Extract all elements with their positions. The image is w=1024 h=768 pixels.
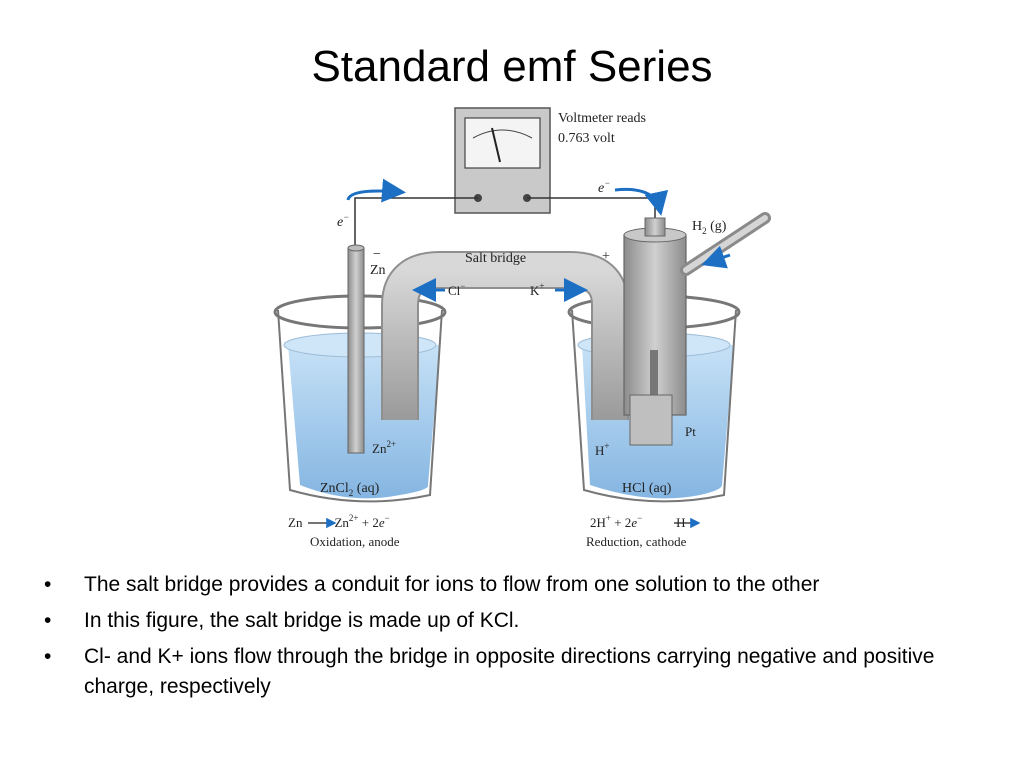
bullet-text: The salt bridge provides a conduit for i…: [84, 573, 820, 596]
anode-metal-label: Zn: [370, 263, 386, 278]
bullet-list: • The salt bridge provides a conduit for …: [44, 570, 1004, 708]
anode-sign: −: [373, 247, 381, 262]
potassium-ion-label: K+: [530, 281, 544, 298]
salt-bridge-label: Salt bridge: [465, 251, 526, 266]
galvanic-cell-figure: Voltmeter reads 0.763 volt e− e− Salt br…: [260, 100, 780, 555]
right-solution-label: HCl (aq): [622, 481, 672, 496]
platinum-label: Pt: [685, 424, 696, 439]
bullet-item: • The salt bridge provides a conduit for …: [44, 570, 1004, 600]
bullet-item: • Cl- and K+ ions flow through the bridge…: [44, 642, 1004, 702]
left-solution-label: ZnCl2 (aq): [320, 481, 380, 498]
voltmeter-reading-label: Voltmeter reads: [558, 111, 646, 126]
electron-flow-arrow-right: [614, 187, 669, 216]
left-wire: [354, 197, 478, 250]
oxidation-caption: Oxidation, anode: [310, 534, 400, 549]
reduction-reaction: 2H+ + 2e−H: [590, 513, 686, 530]
bullet-dot: •: [44, 609, 52, 632]
h2-gas-label: H2 (g): [692, 219, 727, 236]
cathode-sign: +: [602, 249, 610, 264]
zinc-electrode: [347, 247, 365, 454]
electron-label-right: e−: [598, 178, 610, 196]
h2-flow-arrow: [701, 245, 731, 269]
bullet-item: • In this figure, the salt bridge is made…: [44, 606, 1004, 636]
hydrogen-ion-label: H+: [595, 441, 609, 458]
voltmeter-value-label: 0.763 volt: [558, 131, 615, 146]
hydrogen-electrode: [623, 212, 771, 446]
zinc-ion-label: Zn2+: [372, 439, 396, 456]
chloride-ion-label: Cl−: [448, 281, 465, 298]
electron-label-left: e−: [337, 212, 349, 230]
bullet-text: In this figure, the salt bridge is made …: [84, 609, 520, 632]
slide-title: Standard emf Series: [311, 42, 713, 91]
reduction-caption: Reduction, cathode: [586, 534, 687, 549]
bullet-dot: •: [44, 573, 52, 596]
bullet-dot: •: [44, 645, 52, 668]
platinum-plate: [629, 394, 673, 446]
electron-flow-arrow-left: [346, 178, 406, 203]
bullet-text: Cl- and K+ ions flow through the bridge …: [84, 645, 935, 698]
